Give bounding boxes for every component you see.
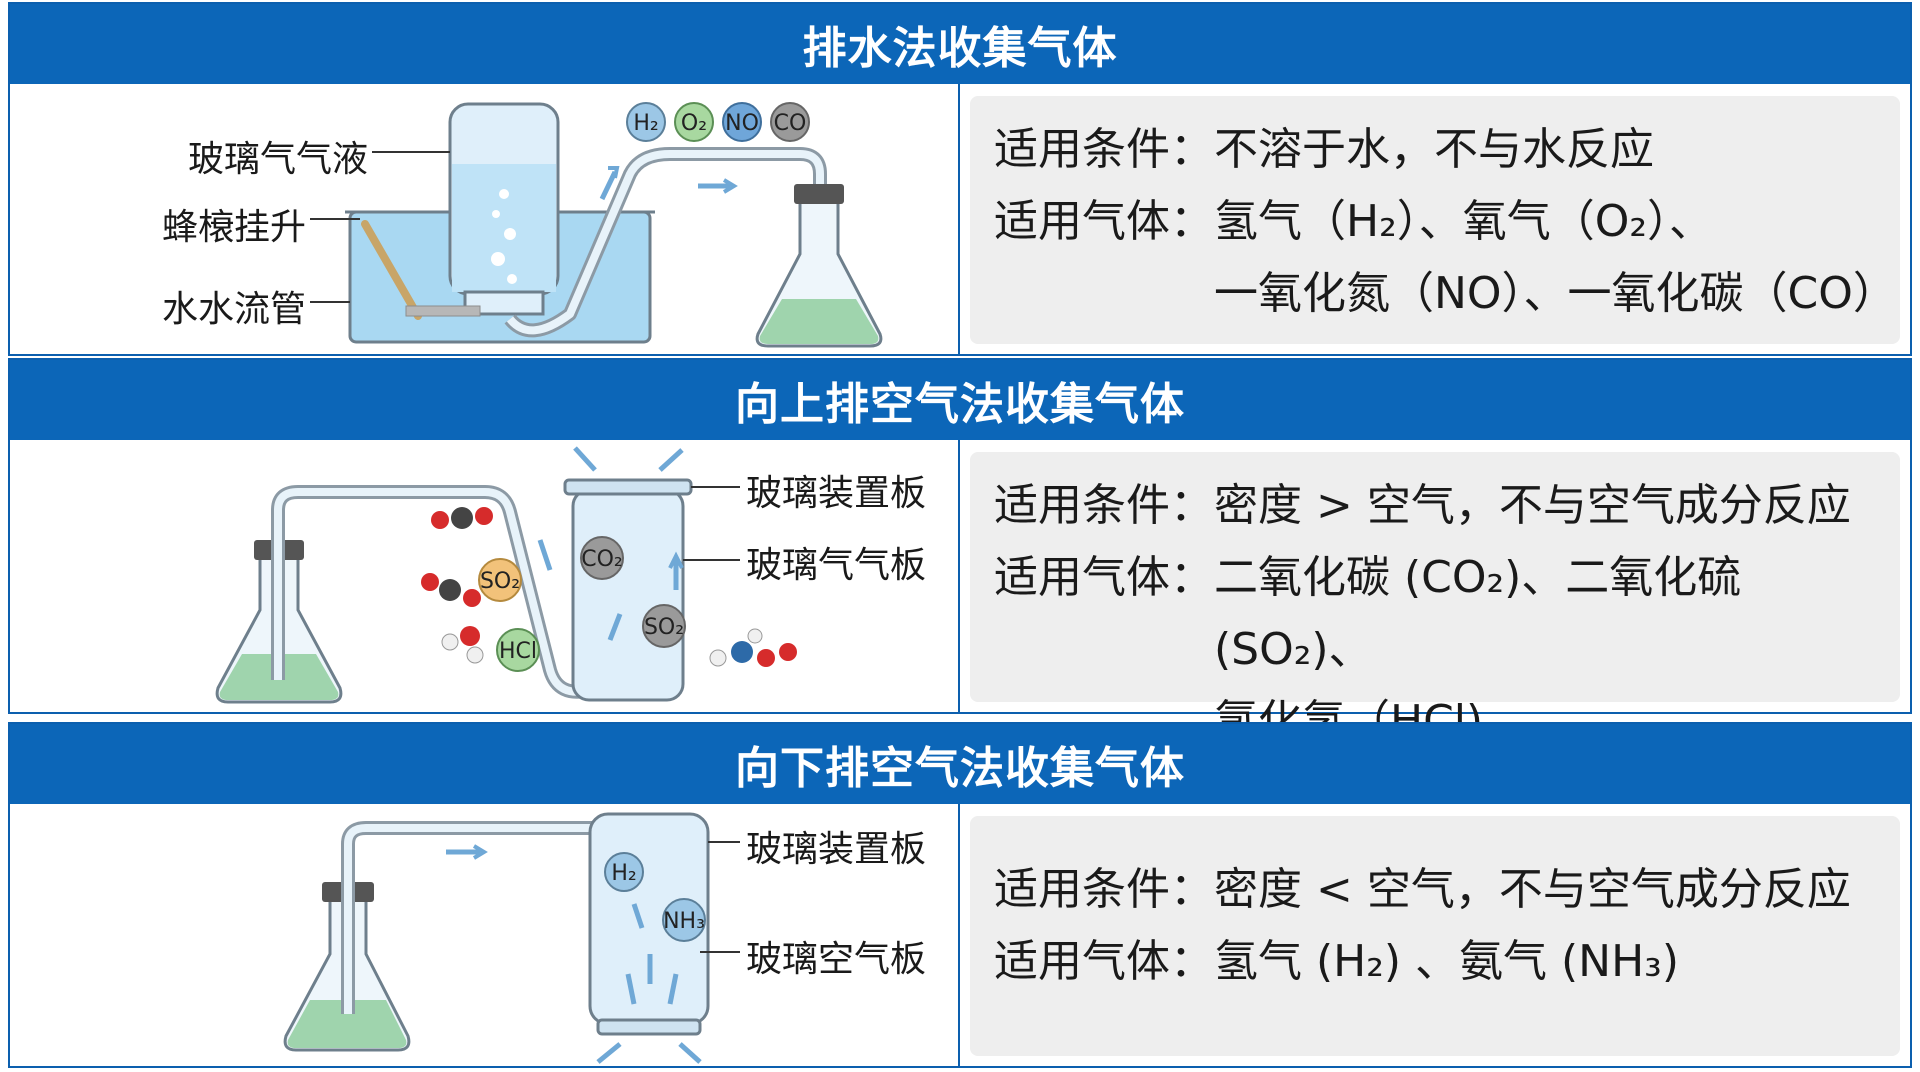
water-displacement-diagram: H₂ O₂ NO CO 玻璃气气液 蜂榱挂升 水水流管 [10,84,958,354]
divider [958,84,960,354]
divider [958,440,960,712]
apparatus-label: 玻璃气气板 [746,545,927,586]
gas-chip [662,898,706,942]
gases-value: 氢气 (H₂) 、氨气 (NH₃) [1214,926,1876,998]
gas-chip-label: NH₃ [663,909,705,934]
gases-row: 适用气体： 氢气 (H₂) 、氨气 (NH₃) [994,926,1876,998]
flow-arrow-icon [607,613,623,641]
gas-chip-label: SO₂ [480,569,520,594]
flow-arrow-icon [631,903,645,929]
info-panel: 适用条件： 密度 > 空气，不与空气成分反应 适用气体： 二氧化碳 (CO₂)、… [970,452,1900,747]
molecule-atom [709,649,727,667]
section-title: 排水法收集气体 [10,4,1910,84]
gas-chip [770,102,810,142]
gas-chip [496,628,540,672]
apparatus-label: 玻璃气气液 [187,139,368,180]
downward-air-diagram: H₂ NH₃ 玻璃装置板 玻璃空气板 [10,804,958,1066]
gas-chip-label: H₂ [633,111,658,136]
molecule-atom [431,511,449,529]
condition-value: 不溶于水，不与水反应 [1214,124,1654,175]
gas-chip-label: H₂ [611,861,636,886]
flow-arrow-icon [667,973,679,1005]
downward-air-apparatus: H₂ NH₃ [283,812,740,1064]
molecule-atom [421,573,439,591]
condition-row: 适用条件： 密度 > 空气，不与空气成分反应 [994,470,1876,542]
upward-air-apparatus: SO₂ HCl CO₂ SO₂ [215,446,797,704]
condition-key: 适用条件： [994,480,1214,531]
delivery-tube [341,821,635,1014]
condition-value: 密度 < 空气，不与空气成分反应 [1214,864,1851,915]
flow-arrow-icon [599,170,618,201]
gas-chip-label: HCl [499,639,537,664]
section-downward-air-displacement: 向下排空气法收集气体 [8,722,1912,1068]
water-displacement-apparatus: H₂ O₂ NO CO [310,102,883,348]
stopper [794,184,844,204]
gas-chip-label: SO₂ [644,615,684,640]
condition-row: 适用条件： 不溶于水，不与水反应 [994,114,1876,186]
gas-chip [604,852,644,892]
condition-row: 适用条件： 密度 < 空气，不与空气成分反应 [994,854,1876,926]
condition-key: 适用条件： [994,864,1214,915]
gases-line: 二氧化碳 (CO₂)、二氧化硫 (SO₂)、 [1214,552,1742,675]
section-title: 向上排空气法收集气体 [10,360,1910,440]
info-panel: 适用条件： 不溶于水，不与水反应 适用气体： 氢气（H₂）、氧气（O₂）、 一氧… [970,96,1900,344]
gas-chip [722,102,762,142]
gases-line: 氢气 (H₂) 、氨气 (NH₃) [1214,936,1679,987]
flow-arrow-icon [678,1042,702,1064]
flow-arrow-icon [625,973,637,1005]
apparatus-label: 玻璃装置板 [746,829,927,870]
gases-row: 适用气体： 氢气（H₂）、氧气（O₂）、 一氧化氮（NO）、一氧化碳（CO） [994,186,1897,330]
gases-value: 氢气（H₂）、氧气（O₂）、 一氧化氮（NO）、一氧化碳（CO） [1214,186,1897,330]
flow-arrow-icon [573,446,597,472]
collection-jar [571,488,685,702]
gases-key: 适用气体： [994,936,1214,987]
condition-key: 适用条件： [994,124,1214,175]
gases-key: 适用气体： [994,552,1214,603]
divider [958,804,960,1066]
gas-chip-label: O₂ [681,111,707,136]
apparatus-label: 玻璃装置板 [746,473,927,514]
upward-air-diagram: SO₂ HCl CO₂ SO₂ 玻璃装置板 玻璃气气板 [10,440,958,712]
gas-chip-label: CO [774,111,807,136]
gases-line: 氢气（H₂）、氧气（O₂）、 [1214,196,1713,247]
flow-arrow-icon [658,448,684,472]
flow-arrow-icon [596,1042,622,1064]
info-panel: 适用条件： 密度 < 空气，不与空气成分反应 适用气体： 氢气 (H₂) 、氨气… [970,816,1900,1056]
apparatus-label: 蜂榱挂升 [161,207,306,248]
gases-line: 一氧化氮（NO）、一氧化碳（CO） [1214,268,1897,319]
section-upward-air-displacement: 向上排空气法收集气体 [8,358,1912,747]
glass-rod [361,220,422,320]
section-water-displacement: 排水法收集气体 [8,2,1912,356]
glass-plate [596,1018,702,1036]
gas-chip [626,102,666,142]
gas-chip [674,102,714,142]
gas-chip-label: NO [725,111,759,136]
flow-arrow-icon [537,539,553,571]
glass-plate [563,478,693,496]
gas-chip [478,558,522,602]
condition-value: 密度 > 空气，不与空气成分反应 [1214,480,1851,531]
gases-key: 适用气体： [994,196,1214,247]
apparatus-label: 水水流管 [161,289,306,330]
gas-chip [580,536,624,580]
apparatus-label: 玻璃空气板 [746,939,927,980]
gas-chip [642,604,686,648]
gas-chip-label: CO₂ [581,547,623,572]
section-title: 向下排空气法收集气体 [10,724,1910,804]
